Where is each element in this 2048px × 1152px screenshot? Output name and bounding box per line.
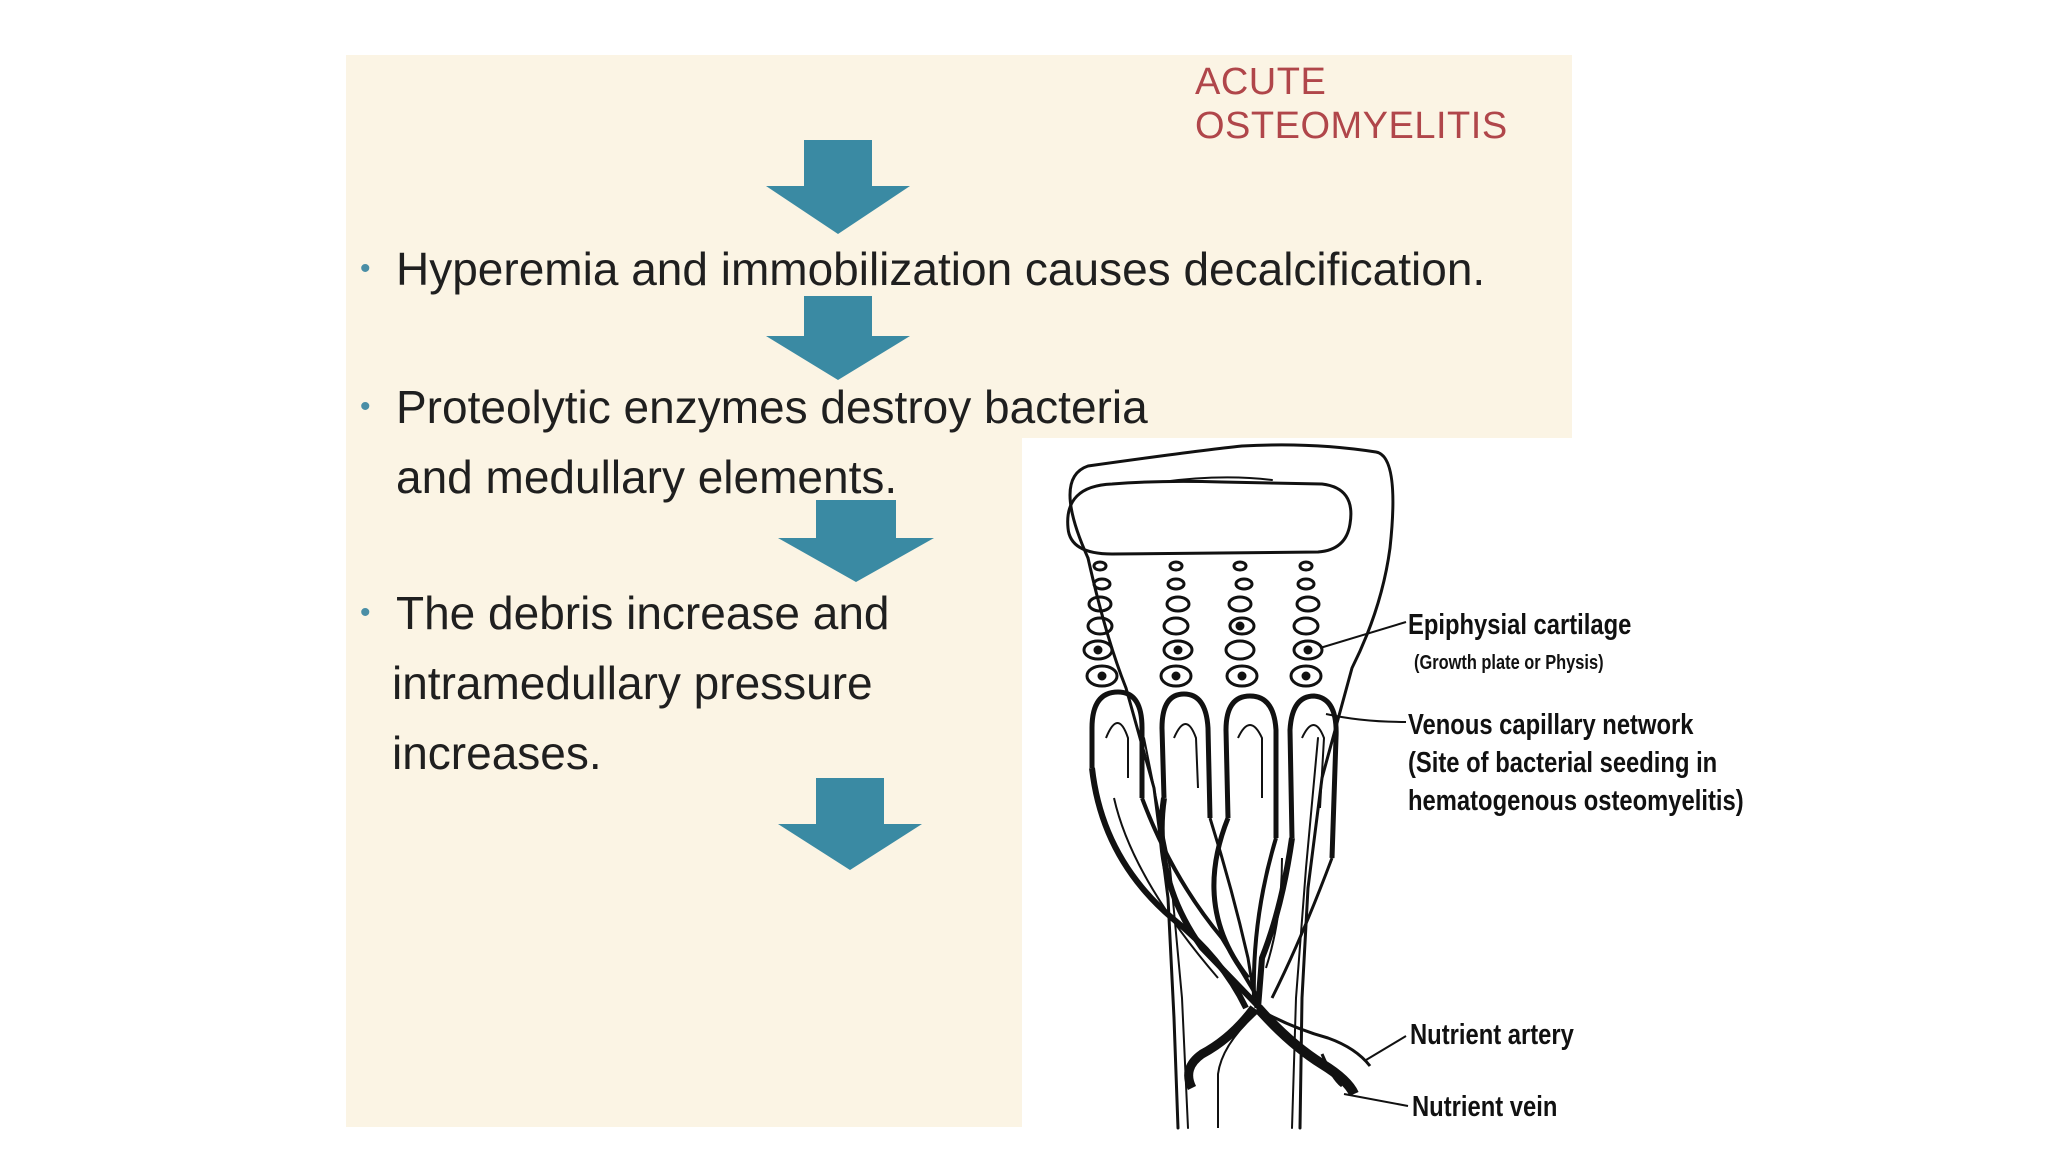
- label-site-line-1: (Site of bacterial seeding in: [1408, 747, 1718, 779]
- bullet-text: and medullary elements.: [396, 451, 898, 503]
- title-line-1: ACUTE: [1195, 61, 1327, 103]
- bullet-dot: •: [360, 252, 371, 285]
- label-nutrient-vein: Nutrient vein: [1412, 1091, 1558, 1123]
- label-nutrient-artery: Nutrient artery: [1410, 1019, 1574, 1051]
- venous-network: [1089, 767, 1334, 1011]
- down-arrow-icon: [766, 296, 910, 380]
- bullet-dot: •: [360, 390, 371, 423]
- down-arrow-icon: [778, 500, 934, 582]
- bone-illustration: [1066, 443, 1409, 1130]
- bullet-item: • Proteolytic enzymes destroy bacteria a…: [360, 372, 1148, 512]
- label-site-line-2: hematogenous osteomyelitis): [1408, 785, 1744, 817]
- bullet-dot: •: [360, 596, 371, 629]
- bullet-item: • The debris increase and intramedullary…: [360, 578, 890, 788]
- bullet-text: increases.: [392, 727, 602, 779]
- capillary-loops: [1089, 689, 1339, 859]
- bone-anatomy-figure: Epiphysial cartilage (Growth plate or Ph…: [1022, 438, 2030, 1144]
- title-line-2: OSTEOMYELITIS: [1195, 105, 1508, 147]
- down-arrow-icon: [766, 140, 910, 234]
- cartilage-cells: [1082, 560, 1324, 688]
- leader-lines: [1319, 621, 1409, 1107]
- bullet-text: intramedullary pressure: [392, 657, 873, 709]
- bullet-text: Hyperemia and immobilization causes deca…: [396, 243, 1486, 295]
- bone-outline: [1068, 443, 1395, 1130]
- bullet-text: Proteolytic enzymes destroy bacteria: [396, 381, 1148, 433]
- slide-title: ACUTE OSTEOMYELITIS: [1195, 60, 1508, 148]
- label-venous-capillary-network: Venous capillary network: [1408, 709, 1694, 741]
- capillary-inner: [1105, 722, 1326, 809]
- epiphysis-cavity: [1066, 479, 1353, 556]
- down-arrow-icon: [778, 778, 922, 870]
- nutrient-vessels: [1184, 1004, 1372, 1128]
- label-growth-plate: (Growth plate or Physis): [1414, 652, 1604, 674]
- label-epiphysial-cartilage: Epiphysial cartilage: [1408, 609, 1632, 641]
- bullet-item: • Hyperemia and immobilization causes de…: [360, 234, 1486, 304]
- bullet-text: The debris increase and: [396, 587, 890, 639]
